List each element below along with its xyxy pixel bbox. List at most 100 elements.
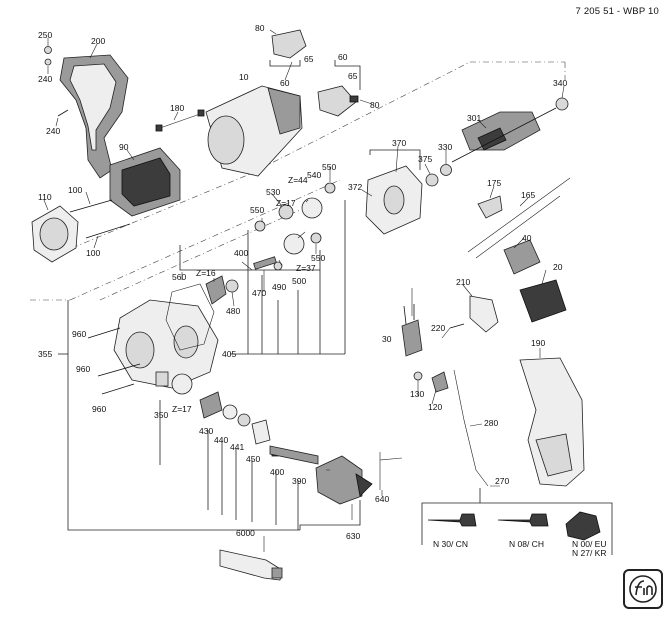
plug-eu-drawing <box>565 511 601 541</box>
stator-winding <box>121 157 171 207</box>
label-z16: Z=16 <box>196 268 216 278</box>
clamp-175-part <box>477 195 503 219</box>
label-370: 370 <box>392 138 406 148</box>
electronics-part <box>519 279 567 323</box>
label-180: 180 <box>170 103 184 113</box>
bearing-550c-part <box>310 232 322 244</box>
wire-180-part <box>159 113 201 129</box>
plug-variants-box <box>421 502 613 555</box>
gear-upper-bracket <box>179 245 320 271</box>
label-200: 200 <box>91 36 105 46</box>
label-372: 372 <box>348 182 362 192</box>
plug-variant-right-2: N 27/ KR <box>572 548 607 558</box>
label-130: 130 <box>410 389 424 399</box>
plug-ch-drawing <box>497 513 549 527</box>
label-350: 350 <box>154 410 168 420</box>
assembly-axis-line-lower <box>30 179 341 301</box>
armature-shaft <box>451 107 557 163</box>
plug-variant-right-1: N 00/ EU <box>572 539 607 549</box>
label-190: 190 <box>531 338 545 348</box>
label-355: 355 <box>38 349 52 359</box>
label-440: 440 <box>214 435 228 445</box>
screw-220-part <box>449 323 465 329</box>
spindle-470-part <box>253 256 277 270</box>
label-490: 490 <box>272 282 286 292</box>
motor-housing-opening <box>207 115 245 165</box>
label-100a: 100 <box>68 185 82 195</box>
bearing-550b-part <box>254 220 266 232</box>
group-60-bracket <box>269 60 301 67</box>
spindle-390-part <box>269 445 319 465</box>
label-390: 390 <box>292 476 306 486</box>
label-250: 250 <box>38 30 52 40</box>
group-370-bracket <box>369 149 421 170</box>
label-560: 560 <box>172 272 186 282</box>
label-550a: 550 <box>322 162 336 172</box>
screw-240b-part <box>57 109 69 117</box>
label-65b: 65 <box>348 71 358 81</box>
document-reference: 7 205 51 - WBP 10 <box>575 6 659 17</box>
wire-180-plug-b <box>197 109 205 117</box>
ring-350-part <box>155 371 169 387</box>
gear-350-part <box>171 373 193 395</box>
grease-tube-cap <box>271 567 283 579</box>
gear-540-part <box>301 197 323 219</box>
brush-holder-top-part <box>271 29 307 59</box>
plug-cn-drawing <box>427 513 477 527</box>
wire-180-plug-a <box>155 124 163 132</box>
label-450: 450 <box>246 454 260 464</box>
gearbox-opening-a <box>125 331 155 369</box>
brush-holder-mid-part <box>317 85 357 117</box>
label-165: 165 <box>521 190 535 200</box>
washer-441-part <box>237 413 251 427</box>
bearing-plate-hub <box>383 185 405 215</box>
gearbox-opening-b <box>173 325 199 359</box>
screw-960a-part <box>87 327 121 339</box>
label-470: 470 <box>252 288 266 298</box>
brush-lead-a <box>403 305 407 325</box>
label-110: 110 <box>38 192 52 202</box>
label-90: 90 <box>119 142 129 152</box>
brush-set-30-part <box>401 319 423 357</box>
screw-960b-part <box>97 363 141 377</box>
group-630-bracket <box>299 500 361 530</box>
label-20: 20 <box>553 262 563 272</box>
brush-80b-part <box>349 95 359 103</box>
plug-variant-middle: N 08/ CH <box>509 539 544 549</box>
bearing-480-part <box>225 279 239 293</box>
washer-440-part <box>222 404 238 420</box>
label-530: 530 <box>266 187 280 197</box>
bearing-340-part <box>555 97 569 111</box>
label-441: 441 <box>230 442 244 452</box>
label-80b: 80 <box>370 100 380 110</box>
label-480: 480 <box>226 306 240 316</box>
screw-250-part <box>44 46 52 54</box>
label-z17a: Z=17 <box>276 198 296 208</box>
handle-shell-inner <box>69 63 117 151</box>
label-z37: Z=37 <box>296 263 316 273</box>
screw-100b-part <box>85 223 131 239</box>
chuck-630-jaws <box>355 473 373 497</box>
clamp-120-part <box>431 371 449 393</box>
label-301: 301 <box>467 113 481 123</box>
label-400a: 400 <box>234 248 248 258</box>
label-540: 540 <box>307 170 321 180</box>
label-100b: 100 <box>86 248 100 258</box>
label-400b: 400 <box>270 467 284 477</box>
label-240a: 240 <box>38 74 52 84</box>
label-40: 40 <box>522 233 532 243</box>
label-640: 640 <box>375 494 389 504</box>
handle-190-grip <box>535 433 573 477</box>
label-z44: Z=44 <box>288 175 308 185</box>
label-60a: 60 <box>280 78 290 88</box>
label-65a: 65 <box>304 54 314 64</box>
assembly-axis-line <box>47 61 566 259</box>
label-220: 220 <box>431 323 445 333</box>
group-60b-bracket <box>334 60 361 90</box>
gasket-560-part <box>165 283 215 351</box>
fein-logo-mark <box>629 575 657 603</box>
cable-165-part <box>467 177 571 259</box>
label-80a: 80 <box>255 23 265 33</box>
screw-130-part <box>413 371 423 381</box>
